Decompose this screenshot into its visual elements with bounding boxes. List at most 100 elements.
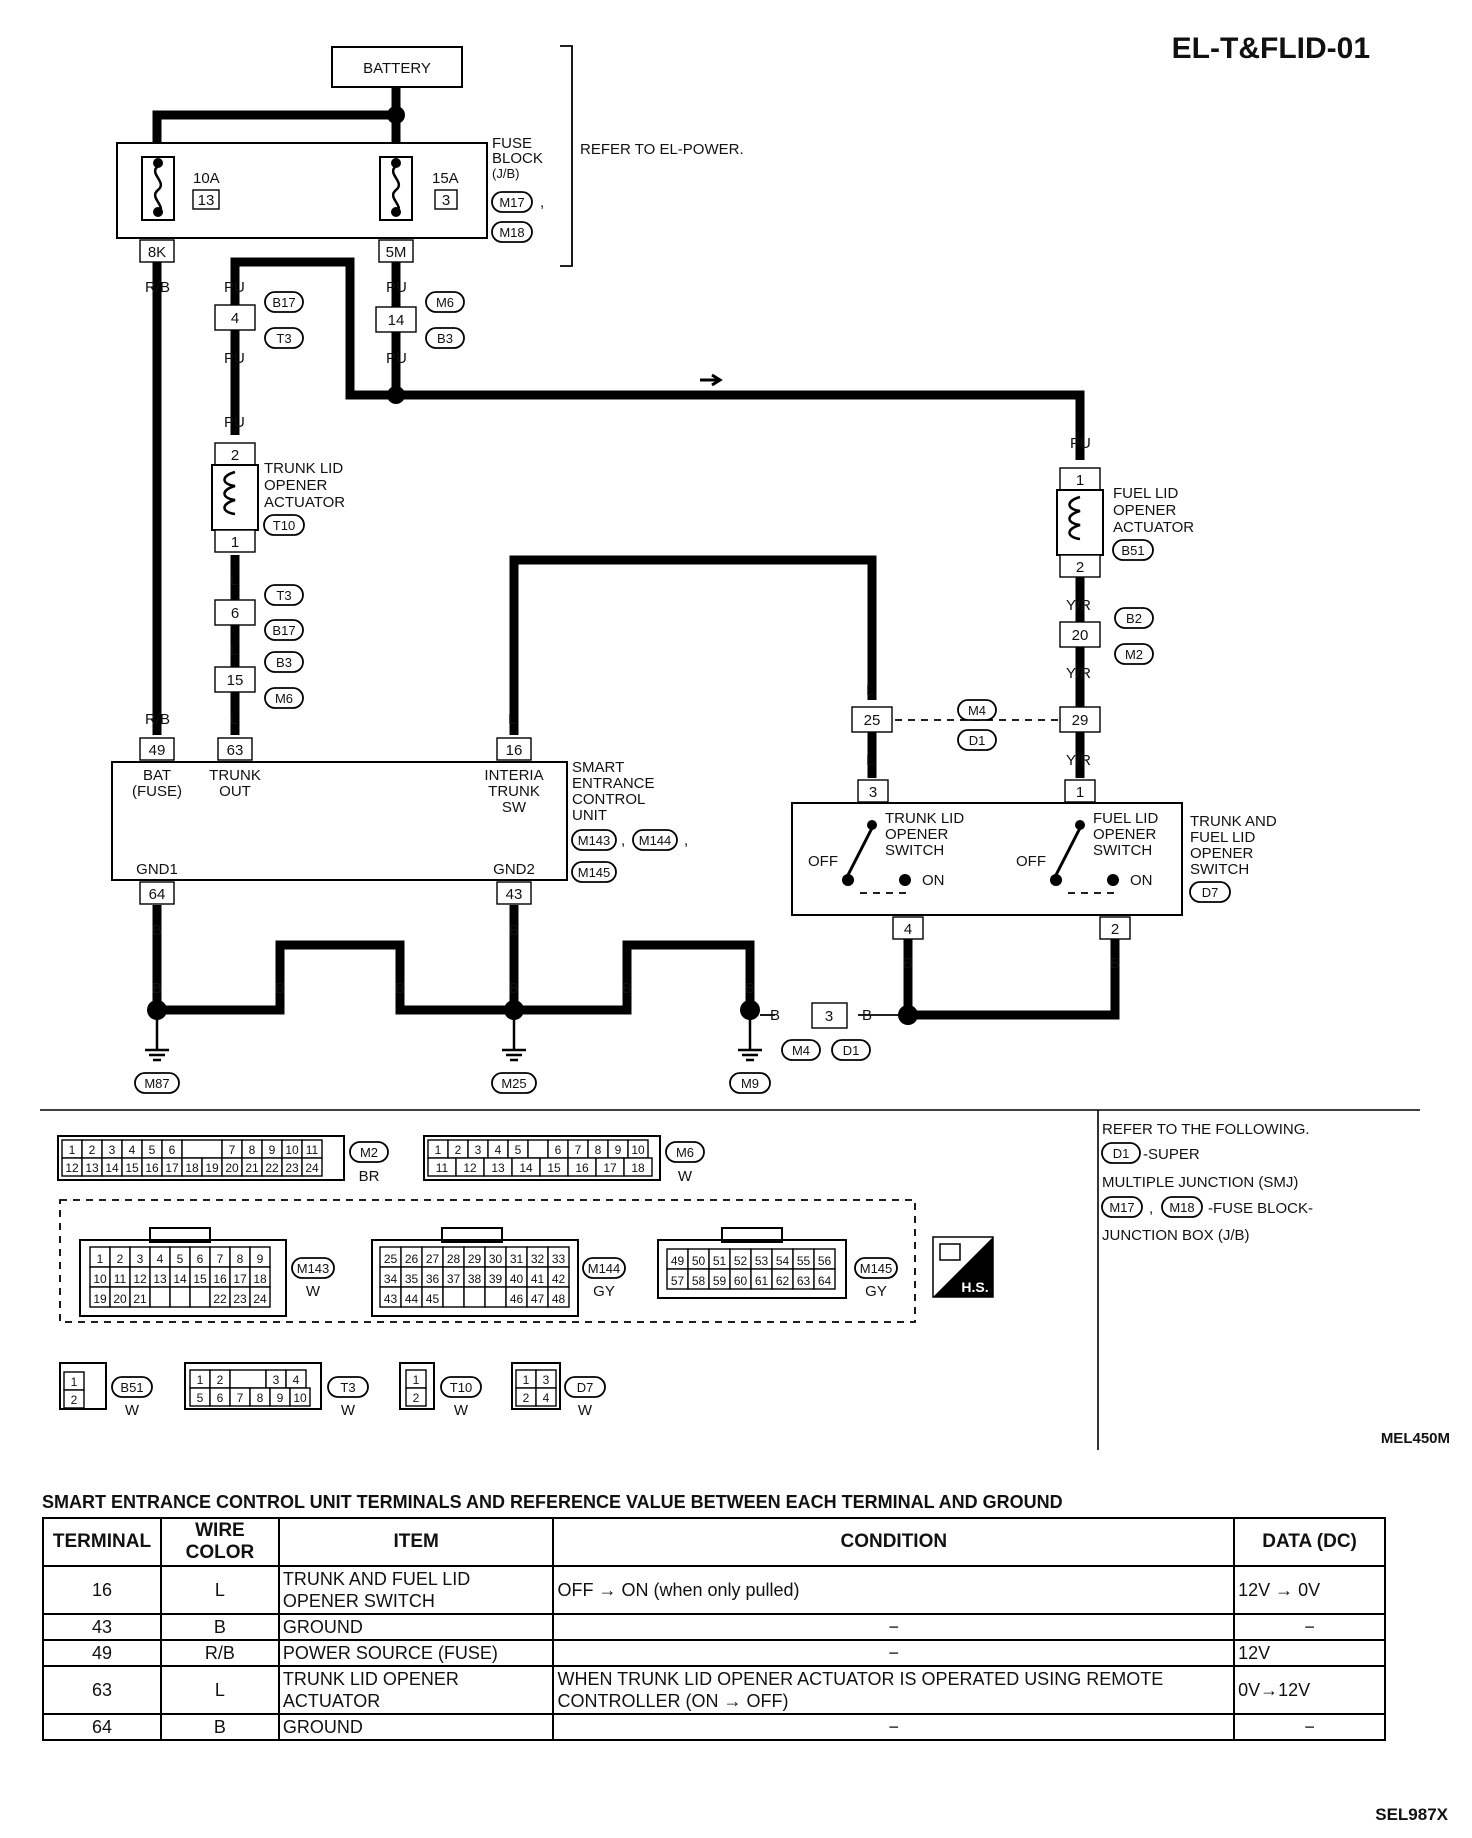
- svg-text:B: B: [862, 1007, 872, 1024]
- pin-number: 39: [489, 1272, 503, 1286]
- svg-text:W: W: [341, 1402, 356, 1419]
- svg-text:B51: B51: [1121, 543, 1144, 558]
- svg-text:FUEL LID: FUEL LID: [1093, 810, 1158, 827]
- svg-text:M9: M9: [741, 1076, 759, 1091]
- pin-number: 60: [734, 1274, 748, 1288]
- pin-number: 14: [105, 1161, 119, 1175]
- pin-number: 47: [531, 1292, 545, 1306]
- svg-text:W: W: [306, 1283, 321, 1300]
- svg-text:B: B: [770, 1007, 780, 1024]
- svg-text:M6: M6: [275, 691, 293, 706]
- pin-number: 10: [285, 1143, 299, 1157]
- svg-text:M4: M4: [968, 703, 986, 718]
- svg-text:B: B: [395, 980, 405, 997]
- pin-number: 55: [797, 1254, 811, 1268]
- svg-text:GY: GY: [593, 1283, 615, 1300]
- pin-number: 32: [531, 1252, 545, 1266]
- pin-number: 6: [197, 1252, 204, 1266]
- pin-number: 11: [306, 1143, 319, 1157]
- pin-number: 1: [69, 1143, 76, 1157]
- table-row: 49 R/B POWER SOURCE (FUSE) − 12V: [42, 1639, 1386, 1667]
- pin-number: 8: [237, 1252, 244, 1266]
- pin-number: 58: [692, 1274, 706, 1288]
- pin-number: 3: [273, 1373, 280, 1387]
- pin-number: 21: [133, 1292, 147, 1306]
- pin-number: 20: [225, 1161, 239, 1175]
- svg-text:1: 1: [1076, 784, 1084, 801]
- cell-condition: −: [552, 1613, 1236, 1641]
- pin-number: 9: [277, 1391, 284, 1405]
- svg-text:SWITCH: SWITCH: [1190, 861, 1249, 878]
- svg-text:TRUNK AND: TRUNK AND: [1190, 813, 1277, 830]
- svg-text:OPENER: OPENER: [1190, 845, 1254, 862]
- pin-number: 17: [233, 1272, 247, 1286]
- cell-wire: B: [159, 1613, 280, 1641]
- pin-number: 1: [197, 1373, 204, 1387]
- fuel-lid-opener-actuator: 1 2 FUEL LID OPENER ACTUATOR B51: [1056, 467, 1194, 578]
- svg-text:-FUSE BLOCK-: -FUSE BLOCK-: [1208, 1200, 1313, 1217]
- blank-cell: [442, 1286, 465, 1308]
- blank-cell: [527, 1139, 549, 1159]
- pin-number: 18: [253, 1272, 267, 1286]
- pin-number: 63: [797, 1274, 811, 1288]
- hs-label: H.S.: [961, 1279, 988, 1295]
- pin-number: 41: [531, 1272, 545, 1286]
- cell-terminal: 49: [42, 1639, 162, 1667]
- ground-m25: M25: [491, 1018, 537, 1094]
- svg-text:OPENER: OPENER: [264, 477, 328, 494]
- svg-text:4: 4: [904, 921, 912, 938]
- header-item: ITEM: [277, 1517, 555, 1567]
- pin-number: 4: [543, 1391, 550, 1405]
- cell-terminal: 63: [42, 1665, 162, 1715]
- svg-text:49: 49: [149, 742, 166, 759]
- ground-m87: M87: [134, 1018, 180, 1094]
- pin-number: 61: [755, 1274, 769, 1288]
- header-condition: CONDITION: [552, 1517, 1236, 1567]
- pin-number: 10: [293, 1391, 307, 1405]
- pin-number: 1: [71, 1375, 78, 1389]
- svg-text:M6: M6: [436, 295, 454, 310]
- fuse-15a: 15A 3: [379, 156, 459, 221]
- svg-text:6: 6: [231, 605, 239, 622]
- fuse-terminal: 5M: [386, 244, 407, 261]
- svg-text:L: L: [866, 682, 874, 699]
- table-row: 64 B GROUND − −: [42, 1713, 1386, 1741]
- pin-number: 52: [734, 1254, 748, 1268]
- pin-number: 24: [305, 1161, 319, 1175]
- svg-text:B51: B51: [120, 1380, 143, 1395]
- pin-number: 19: [205, 1161, 219, 1175]
- svg-text:L: L: [866, 752, 874, 769]
- svg-text:PU: PU: [386, 279, 407, 296]
- connector-b51-housing: [59, 1362, 107, 1410]
- pin-number: 7: [229, 1143, 236, 1157]
- svg-text:T3: T3: [276, 331, 291, 346]
- cell-wire: L: [159, 1665, 280, 1715]
- connector-t10-housing: [399, 1362, 435, 1410]
- pin-number: 21: [245, 1161, 259, 1175]
- svg-text:M145: M145: [578, 865, 611, 880]
- svg-text:GY: GY: [865, 1283, 887, 1300]
- cell-data: −: [1233, 1613, 1386, 1641]
- cell-condition: WHEN TRUNK LID OPENER ACTUATOR IS OPERAT…: [552, 1665, 1236, 1715]
- svg-text:OPENER: OPENER: [1113, 502, 1177, 519]
- pin-number: 46: [510, 1292, 524, 1306]
- pin-number: 3: [543, 1373, 550, 1387]
- svg-text:2: 2: [231, 447, 239, 464]
- blank-cell: [169, 1286, 191, 1308]
- svg-text:64: 64: [149, 886, 166, 903]
- pin-number: 45: [426, 1292, 440, 1306]
- inline-connector-14: 14 M6 B3: [375, 291, 465, 349]
- harness-side-badge: H.S.: [932, 1236, 994, 1298]
- pin-number: 9: [269, 1143, 276, 1157]
- svg-text:D1: D1: [843, 1043, 860, 1058]
- pin-number: 10: [631, 1143, 645, 1157]
- svg-text:OUT: OUT: [219, 783, 251, 800]
- pin-number: 4: [495, 1143, 502, 1157]
- svg-text:T3: T3: [276, 588, 291, 603]
- pin-number: 1: [435, 1143, 442, 1157]
- svg-text:D7: D7: [577, 1380, 594, 1395]
- pin-number: 34: [384, 1272, 398, 1286]
- connector-ref: M17: [499, 195, 524, 210]
- svg-text:M145: M145: [860, 1261, 893, 1276]
- svg-text:M143: M143: [578, 833, 611, 848]
